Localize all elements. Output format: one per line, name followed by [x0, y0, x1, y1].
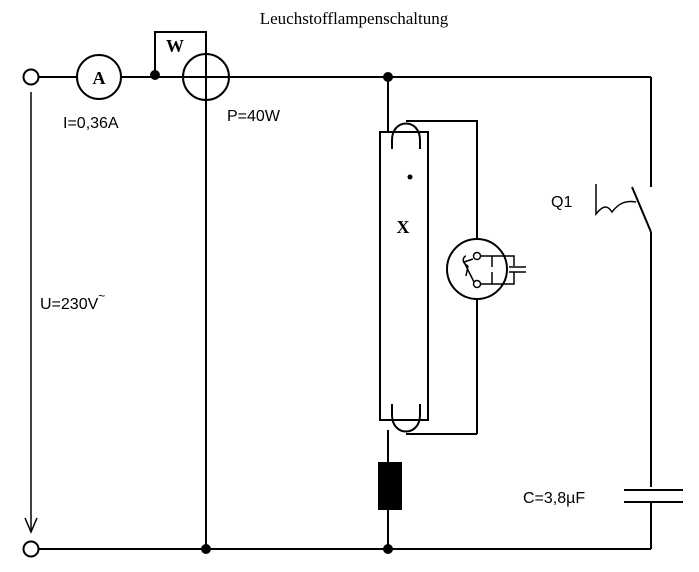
- ammeter-reading: I=0,36A: [63, 115, 119, 132]
- starter-top-wire: [428, 120, 478, 254]
- terminal-bottom-left: [22, 540, 40, 558]
- ac-mark: ~: [98, 289, 105, 303]
- junction-ammeter-wattmeter: [150, 70, 160, 80]
- switch-q1: [595, 77, 652, 487]
- terminal-top-left: [22, 68, 40, 86]
- wattmeter-reading: P=40W: [227, 108, 281, 125]
- voltage-label: U=230V~: [40, 289, 105, 313]
- wattmeter: W: [154, 31, 230, 549]
- ammeter-symbol: A: [93, 68, 106, 88]
- diagram-title: Leuchstofflampenschaltung: [260, 9, 449, 28]
- starter: [446, 238, 526, 300]
- wattmeter-symbol: W: [166, 36, 184, 56]
- switch-label: Q1: [551, 194, 572, 211]
- fluorescent-tube: X: [379, 77, 477, 435]
- voltage-arrow: [24, 92, 38, 534]
- capacitor: [624, 489, 683, 549]
- capacitor-label: C=3,8µF: [523, 490, 585, 507]
- ballast-choke: [378, 430, 402, 549]
- lamp-symbol: X: [397, 217, 410, 237]
- ammeter: A: [76, 54, 122, 100]
- junction-bottom-wattmeter: [201, 544, 211, 554]
